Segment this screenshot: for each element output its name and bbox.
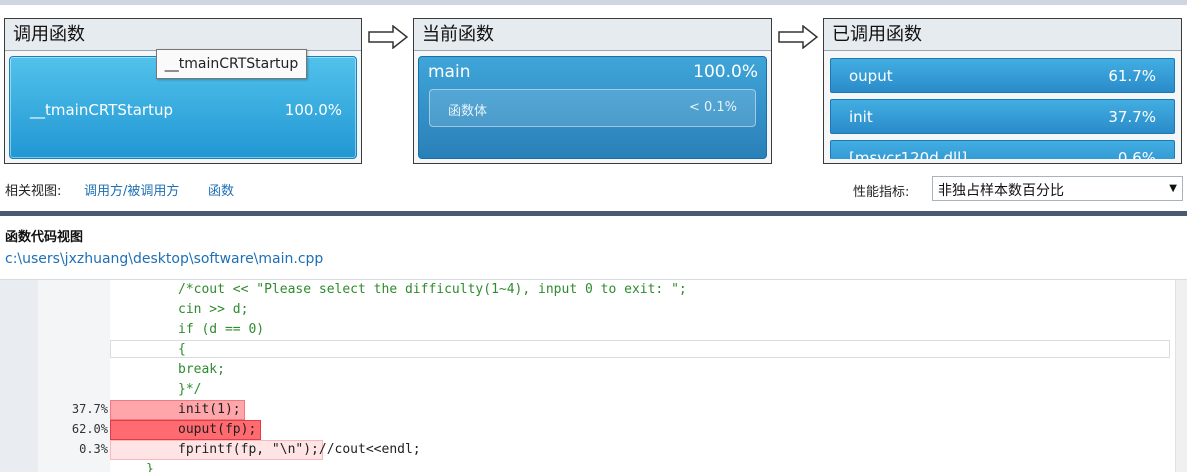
arrow-right-icon xyxy=(368,25,408,49)
section-divider xyxy=(0,211,1187,216)
heat-highlight xyxy=(110,400,245,420)
line-code: } xyxy=(146,462,154,472)
link-caller-callee[interactable]: 调用方/被调用方 xyxy=(84,184,180,199)
percent-column xyxy=(38,280,110,472)
related-views-label: 相关视图: xyxy=(5,184,62,199)
line-percent: 37.7% xyxy=(71,402,108,416)
current-function-name: main xyxy=(428,62,471,82)
code-view-title: 函数代码视图 xyxy=(5,230,84,245)
callers-panel-title: 调用函数 xyxy=(5,19,361,51)
code-line[interactable]: }*/ xyxy=(0,380,1170,400)
code-line[interactable]: } xyxy=(0,460,1170,472)
function-body-label: 函数体 xyxy=(448,104,488,119)
line-code: /*cout << "Please select the difficulty(… xyxy=(178,282,687,297)
caller-percent: 100.0% xyxy=(284,101,342,119)
callee-percent: 0.6% xyxy=(1117,149,1156,159)
vertical-scrollbar[interactable] xyxy=(1175,280,1187,472)
line-code: init(1); xyxy=(178,402,241,417)
line-code: cin >> d; xyxy=(178,302,249,317)
line-code: fprintf(fp, "\n");//cout<<endl; xyxy=(178,442,421,457)
code-line[interactable]: cin >> d; xyxy=(0,300,1170,320)
link-functions[interactable]: 函数 xyxy=(208,184,235,199)
current-function-percent: 100.0% xyxy=(693,62,758,82)
callees-panel: 已调用函数 ouput 61.7% init 37.7% [msvcr120d.… xyxy=(823,18,1182,164)
line-percent: 62.0% xyxy=(71,422,108,436)
callers-panel: 调用函数 __tmainCRTStartup 100.0% __tmainCRT… xyxy=(4,18,362,164)
code-file-path[interactable]: c:\users\jxzhuang\desktop\software\main.… xyxy=(5,251,324,267)
code-line[interactable]: 37.7% init(1); xyxy=(0,400,1170,420)
caller-tooltip: __tmainCRTStartup xyxy=(156,49,307,79)
code-line[interactable]: break; xyxy=(0,360,1170,380)
line-code: { xyxy=(178,342,186,357)
heat-highlight xyxy=(110,440,323,460)
current-line-outline xyxy=(110,340,1170,358)
line-code: }*/ xyxy=(178,382,202,397)
current-function-tile[interactable]: main 100.0% 函数体 < 0.1% xyxy=(418,56,767,159)
callee-name: ouput xyxy=(849,67,893,85)
current-panel-title: 当前函数 xyxy=(414,19,771,51)
callee-item-msvcr120d[interactable]: [msvcr120d.dll] 0.6% xyxy=(830,140,1175,159)
metric-select-value: 非独占样本数百分比 xyxy=(938,183,1064,199)
current-function-panel: 当前函数 main 100.0% 函数体 < 0.1% xyxy=(413,18,772,164)
metric-label: 性能指标: xyxy=(853,185,910,200)
callee-name: [msvcr120d.dll] xyxy=(849,149,968,159)
callee-percent: 37.7% xyxy=(1108,108,1156,126)
callees-panel-title: 已调用函数 xyxy=(824,19,1181,51)
code-line[interactable]: /*cout << "Please select the difficulty(… xyxy=(0,280,1170,300)
code-line[interactable]: 62.0% ouput(fp); xyxy=(0,420,1170,440)
metric-select[interactable]: 非独占样本数百分比 ▼ xyxy=(932,176,1183,201)
callee-item-init[interactable]: init 37.7% xyxy=(830,99,1175,134)
code-line[interactable]: { xyxy=(0,340,1170,360)
line-code: if (d == 0) xyxy=(178,322,265,337)
arrow-right-icon xyxy=(778,25,818,49)
line-code: ouput(fp); xyxy=(178,422,257,437)
chevron-down-icon[interactable]: ▼ xyxy=(1169,183,1177,194)
code-gutter xyxy=(0,280,38,472)
top-border xyxy=(0,0,1187,5)
callee-list: ouput 61.7% init 37.7% [msvcr120d.dll] 0… xyxy=(828,56,1177,159)
callee-name: init xyxy=(849,108,873,126)
callee-item-ouput[interactable]: ouput 61.7% xyxy=(830,58,1175,93)
code-line[interactable]: 0.3% fprintf(fp, "\n");//cout<<endl; xyxy=(0,440,1170,460)
caller-name: __tmainCRTStartup xyxy=(30,101,173,119)
heat-highlight xyxy=(110,420,261,440)
line-code: break; xyxy=(178,362,225,377)
callee-percent: 61.7% xyxy=(1108,67,1156,85)
function-body-percent: < 0.1% xyxy=(688,100,737,115)
code-line[interactable]: if (d == 0) xyxy=(0,320,1170,340)
code-editor[interactable]: /*cout << "Please select the difficulty(… xyxy=(0,279,1187,472)
function-body-tile[interactable]: 函数体 < 0.1% xyxy=(429,89,756,127)
line-percent: 0.3% xyxy=(79,442,108,456)
